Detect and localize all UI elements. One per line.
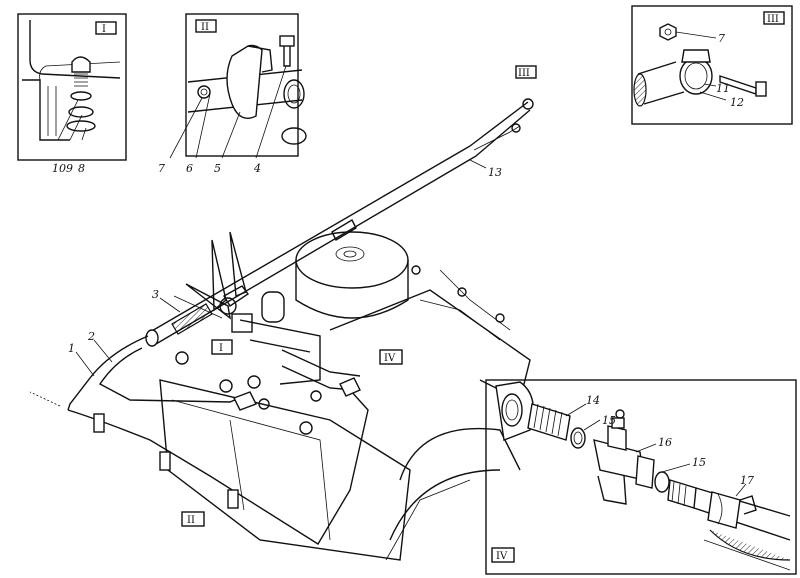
- inset-iii-frame: [631, 5, 793, 125]
- inset-iii-label: III: [767, 14, 779, 25]
- inset-iv-frame: [485, 379, 797, 575]
- callout-1: 1: [68, 342, 75, 355]
- callout-2: 2: [87, 330, 95, 343]
- callout-16: 16: [658, 436, 672, 449]
- callout-15-lower: 15: [692, 456, 706, 469]
- callout-8: 8: [78, 162, 85, 175]
- inset-view-ii: II 7 6 5 4: [158, 13, 307, 175]
- callout-7-inset-iii: 7: [718, 32, 725, 45]
- main-label-iii: III: [518, 68, 530, 79]
- callout-6: 6: [186, 162, 193, 175]
- callout-11: 11: [716, 82, 730, 95]
- inset-view-i: I 10 9 8: [17, 13, 127, 175]
- callout-14: 14: [586, 394, 600, 407]
- main-label-ii: II: [187, 515, 195, 526]
- callout-3: 3: [152, 288, 159, 301]
- inset-view-iv: IV 14 15 16 15 17: [485, 379, 797, 575]
- main-label-iv: IV: [384, 353, 396, 364]
- callout-4: 4: [253, 162, 261, 175]
- callout-7-inset-ii: 7: [158, 162, 165, 175]
- inset-view-iii: III 7 11 12: [631, 5, 793, 125]
- inset-ii-frame: [185, 13, 299, 157]
- callout-17: 17: [740, 474, 754, 487]
- inset-iv-label: IV: [496, 551, 508, 562]
- callout-13: 13: [488, 166, 502, 179]
- callout-15-upper: 15: [602, 414, 616, 427]
- main-label-i: I: [219, 343, 223, 354]
- inset-i-frame: [17, 13, 127, 161]
- callout-5: 5: [214, 162, 221, 175]
- callout-12: 12: [730, 96, 744, 109]
- main-assembly: III 13 1 2 3 I IV II: [29, 65, 537, 561]
- inset-ii-label: II: [201, 22, 209, 33]
- callout-10: 10: [52, 162, 66, 175]
- inset-i-label: I: [102, 24, 106, 35]
- callout-9: 9: [66, 162, 73, 175]
